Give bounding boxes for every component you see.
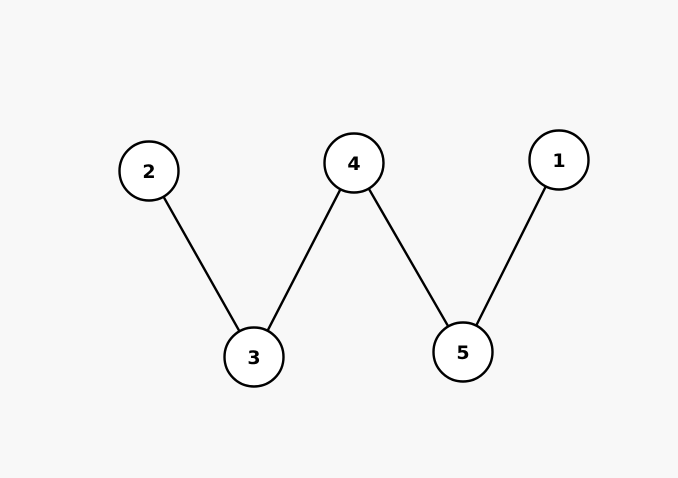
- node-5: 5: [432, 321, 494, 383]
- node-label: 3: [247, 347, 260, 369]
- node-3: 3: [223, 326, 285, 388]
- node-circle: [528, 129, 590, 191]
- node-label: 5: [456, 342, 469, 364]
- node-circle: [432, 321, 494, 383]
- edge-n2-n3: [162, 195, 241, 333]
- edge-n5-n1: [474, 185, 548, 327]
- node-circle: [223, 326, 285, 388]
- node-circle: [118, 140, 180, 202]
- node-label: 1: [552, 150, 565, 172]
- node-circle: [323, 132, 385, 194]
- node-label: 4: [347, 153, 360, 175]
- node-4: 4: [323, 132, 385, 194]
- node-2: 2: [118, 140, 180, 202]
- node-1: 1: [528, 129, 590, 191]
- edge-n4-n5: [367, 187, 450, 328]
- edge-n3-n4: [266, 188, 342, 332]
- edges-group: [162, 185, 548, 333]
- node-label: 2: [142, 161, 155, 183]
- nodes-group: 2 3 4 5 1: [118, 129, 590, 388]
